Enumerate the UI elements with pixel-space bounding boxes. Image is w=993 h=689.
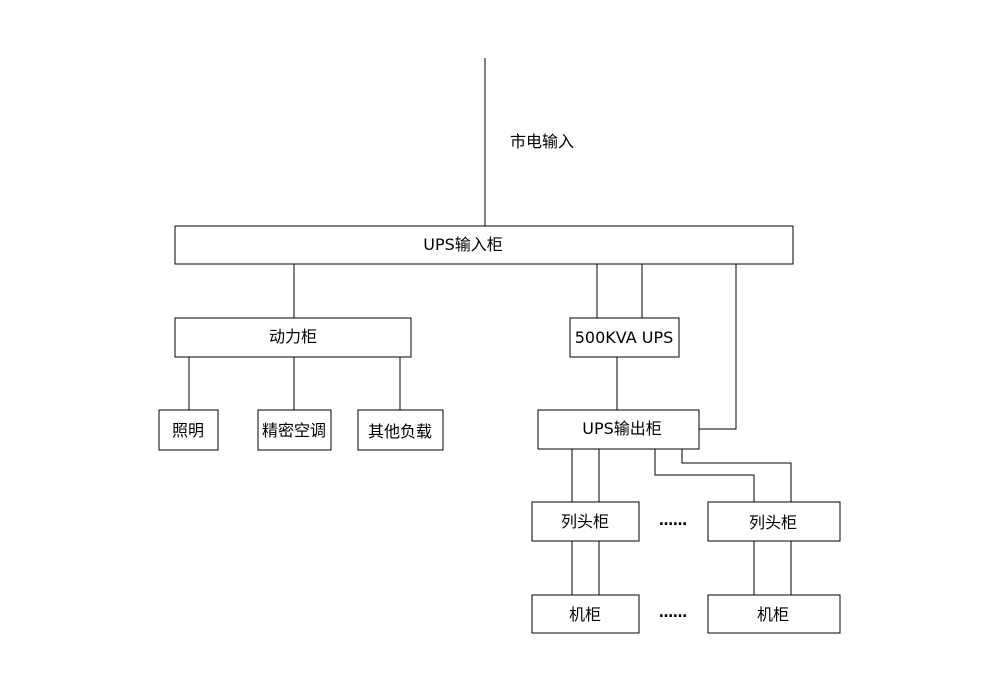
precision-ac-box: 精密空调 [257,409,332,451]
rack-ellipsis: …… [659,605,687,621]
other-loads-box: 其他负载 [357,409,444,451]
row-head-ellipsis: …… [659,513,687,529]
lighting-box: 照明 [158,409,219,451]
rack-left-label: 机柜 [569,605,601,624]
lighting-label: 照明 [172,421,204,440]
row-head-cabinet-right-label: 列头柜 [749,513,797,532]
rack-left-box: 机柜 [531,594,640,634]
link-output-to-row-head-right-b [681,449,792,502]
ups-input-cabinet-box: UPS输入柜 [174,225,794,265]
row-head-cabinet-left-label: 列头柜 [561,512,609,531]
link-output-to-row-head-right-a [654,449,755,502]
other-loads-label: 其他负载 [368,422,432,441]
power-cabinet-label: 动力柜 [269,327,317,346]
ups-input-cabinet-label: UPS输入柜 [423,235,503,254]
bypass-line [699,264,737,430]
ups-unit-label: 500KVA UPS [575,328,674,347]
ups-output-cabinet-box: UPS输出柜 [537,409,700,450]
row-head-cabinet-right-box: 列头柜 [707,501,841,542]
precision-ac-label: 精密空调 [262,421,326,440]
ups-unit-box: 500KVA UPS [569,317,680,358]
ups-output-cabinet-label: UPS输出柜 [582,419,662,438]
mains-input-label: 市电输入 [510,132,574,151]
row-head-cabinet-left-box: 列头柜 [531,501,640,542]
power-cabinet-box: 动力柜 [174,317,412,358]
rack-right-label: 机柜 [757,605,789,624]
rack-right-box: 机柜 [707,594,841,634]
